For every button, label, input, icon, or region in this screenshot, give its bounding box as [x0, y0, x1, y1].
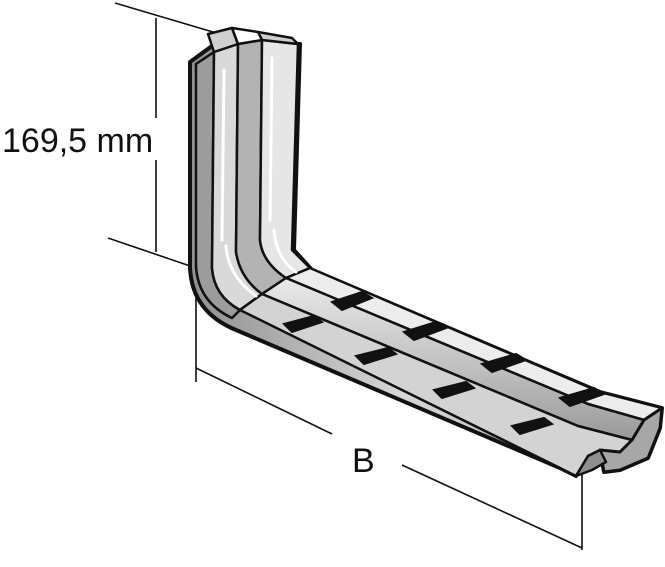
width-dimension-label: B [352, 442, 375, 480]
highlight-stroke [224, 244, 258, 298]
slot [282, 314, 325, 334]
top-extension-line [114, 2, 214, 33]
slot [557, 386, 607, 408]
slot [510, 416, 555, 436]
slot [432, 380, 477, 400]
horizontal-end-lip [574, 448, 608, 478]
horizontal-end-profile [598, 406, 664, 474]
top-endcap-notch [230, 26, 264, 46]
slot [354, 346, 399, 366]
lower-slot-row [282, 314, 555, 436]
bottom-extension-line [107, 237, 197, 269]
bracket-body [188, 26, 664, 478]
highlight-stroke [220, 68, 226, 242]
highlight-stroke [268, 56, 274, 222]
height-dimension-label: 169,5 mm [2, 122, 153, 160]
highlights [220, 56, 298, 298]
vertical-right-flange [258, 38, 312, 280]
upper-slot-row [329, 290, 607, 408]
dimension-lines [107, 2, 583, 550]
slot [479, 352, 529, 374]
width-dimension-line-left [195, 367, 333, 435]
slot [329, 290, 375, 312]
slot [401, 320, 449, 342]
width-dimension-line-right [401, 464, 583, 549]
highlight-stroke [272, 228, 298, 274]
